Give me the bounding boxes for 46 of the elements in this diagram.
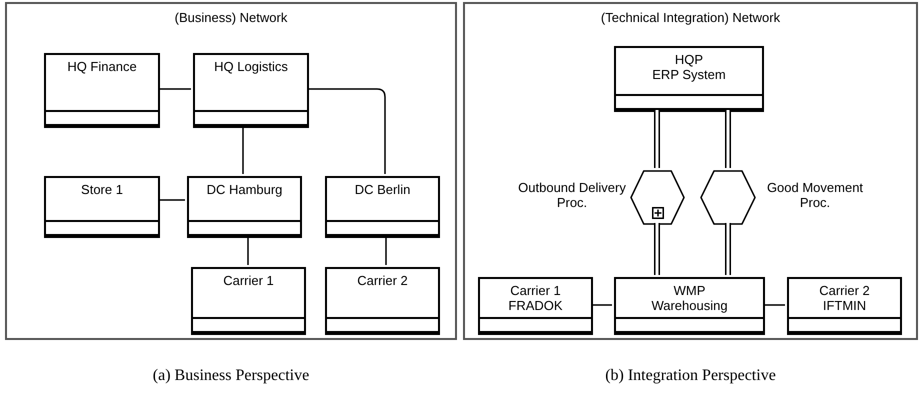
box-label: Carrier 2 <box>357 273 408 288</box>
box-label: HQ Finance <box>67 59 137 74</box>
box-label: Warehousing <box>651 298 728 313</box>
connector-line <box>307 88 386 174</box>
entity-box <box>478 277 593 335</box>
entity-box <box>614 277 765 335</box>
box-label: Carrier 2 <box>819 283 870 298</box>
box-label: Store 1 <box>81 182 123 197</box>
connector-line <box>763 304 785 306</box>
box-label: Carrier 1 <box>510 283 561 298</box>
double-connector <box>725 110 731 168</box>
box-label: Carrier 1 <box>223 273 274 288</box>
panel-frame <box>5 2 457 340</box>
entity-box <box>187 176 302 238</box>
panel-title: (Technical Integration) Network <box>600 10 782 25</box>
panel-title: (Business) Network <box>174 10 288 25</box>
double-connector <box>654 110 660 168</box>
box-label: DC Berlin <box>354 182 410 197</box>
entity-box <box>44 176 160 238</box>
connector-line <box>158 88 191 90</box>
entity-box <box>191 267 306 335</box>
entity-box <box>614 46 764 112</box>
entity-box <box>325 176 440 238</box>
box-label: WMP <box>674 283 706 298</box>
entity-box <box>787 277 902 335</box>
box-label: DC Hamburg <box>206 182 282 197</box>
process-label: Good Movement Proc. <box>766 180 864 210</box>
box-label: FRADOK <box>508 298 563 313</box>
process-label: Outbound Delivery Proc. <box>517 180 627 210</box>
box-label: IFTMIN <box>822 298 866 313</box>
connector-line <box>247 236 249 265</box>
connector-line <box>385 236 387 265</box>
box-label: HQP <box>674 52 704 67</box>
connector-line <box>158 199 185 201</box>
figure-caption: (b) Integration Perspective <box>604 366 777 386</box>
entity-box <box>193 53 309 128</box>
box-label: HQ Logistics <box>214 59 288 74</box>
connector-line <box>242 126 244 174</box>
box-label: ERP System <box>652 67 726 82</box>
double-connector <box>654 223 660 275</box>
connector-line <box>591 304 612 306</box>
entity-box <box>325 267 440 335</box>
entity-box <box>44 53 160 128</box>
panel-frame <box>463 2 918 340</box>
figure-caption: (a) Business Perspective <box>152 366 310 386</box>
double-connector <box>725 223 731 275</box>
